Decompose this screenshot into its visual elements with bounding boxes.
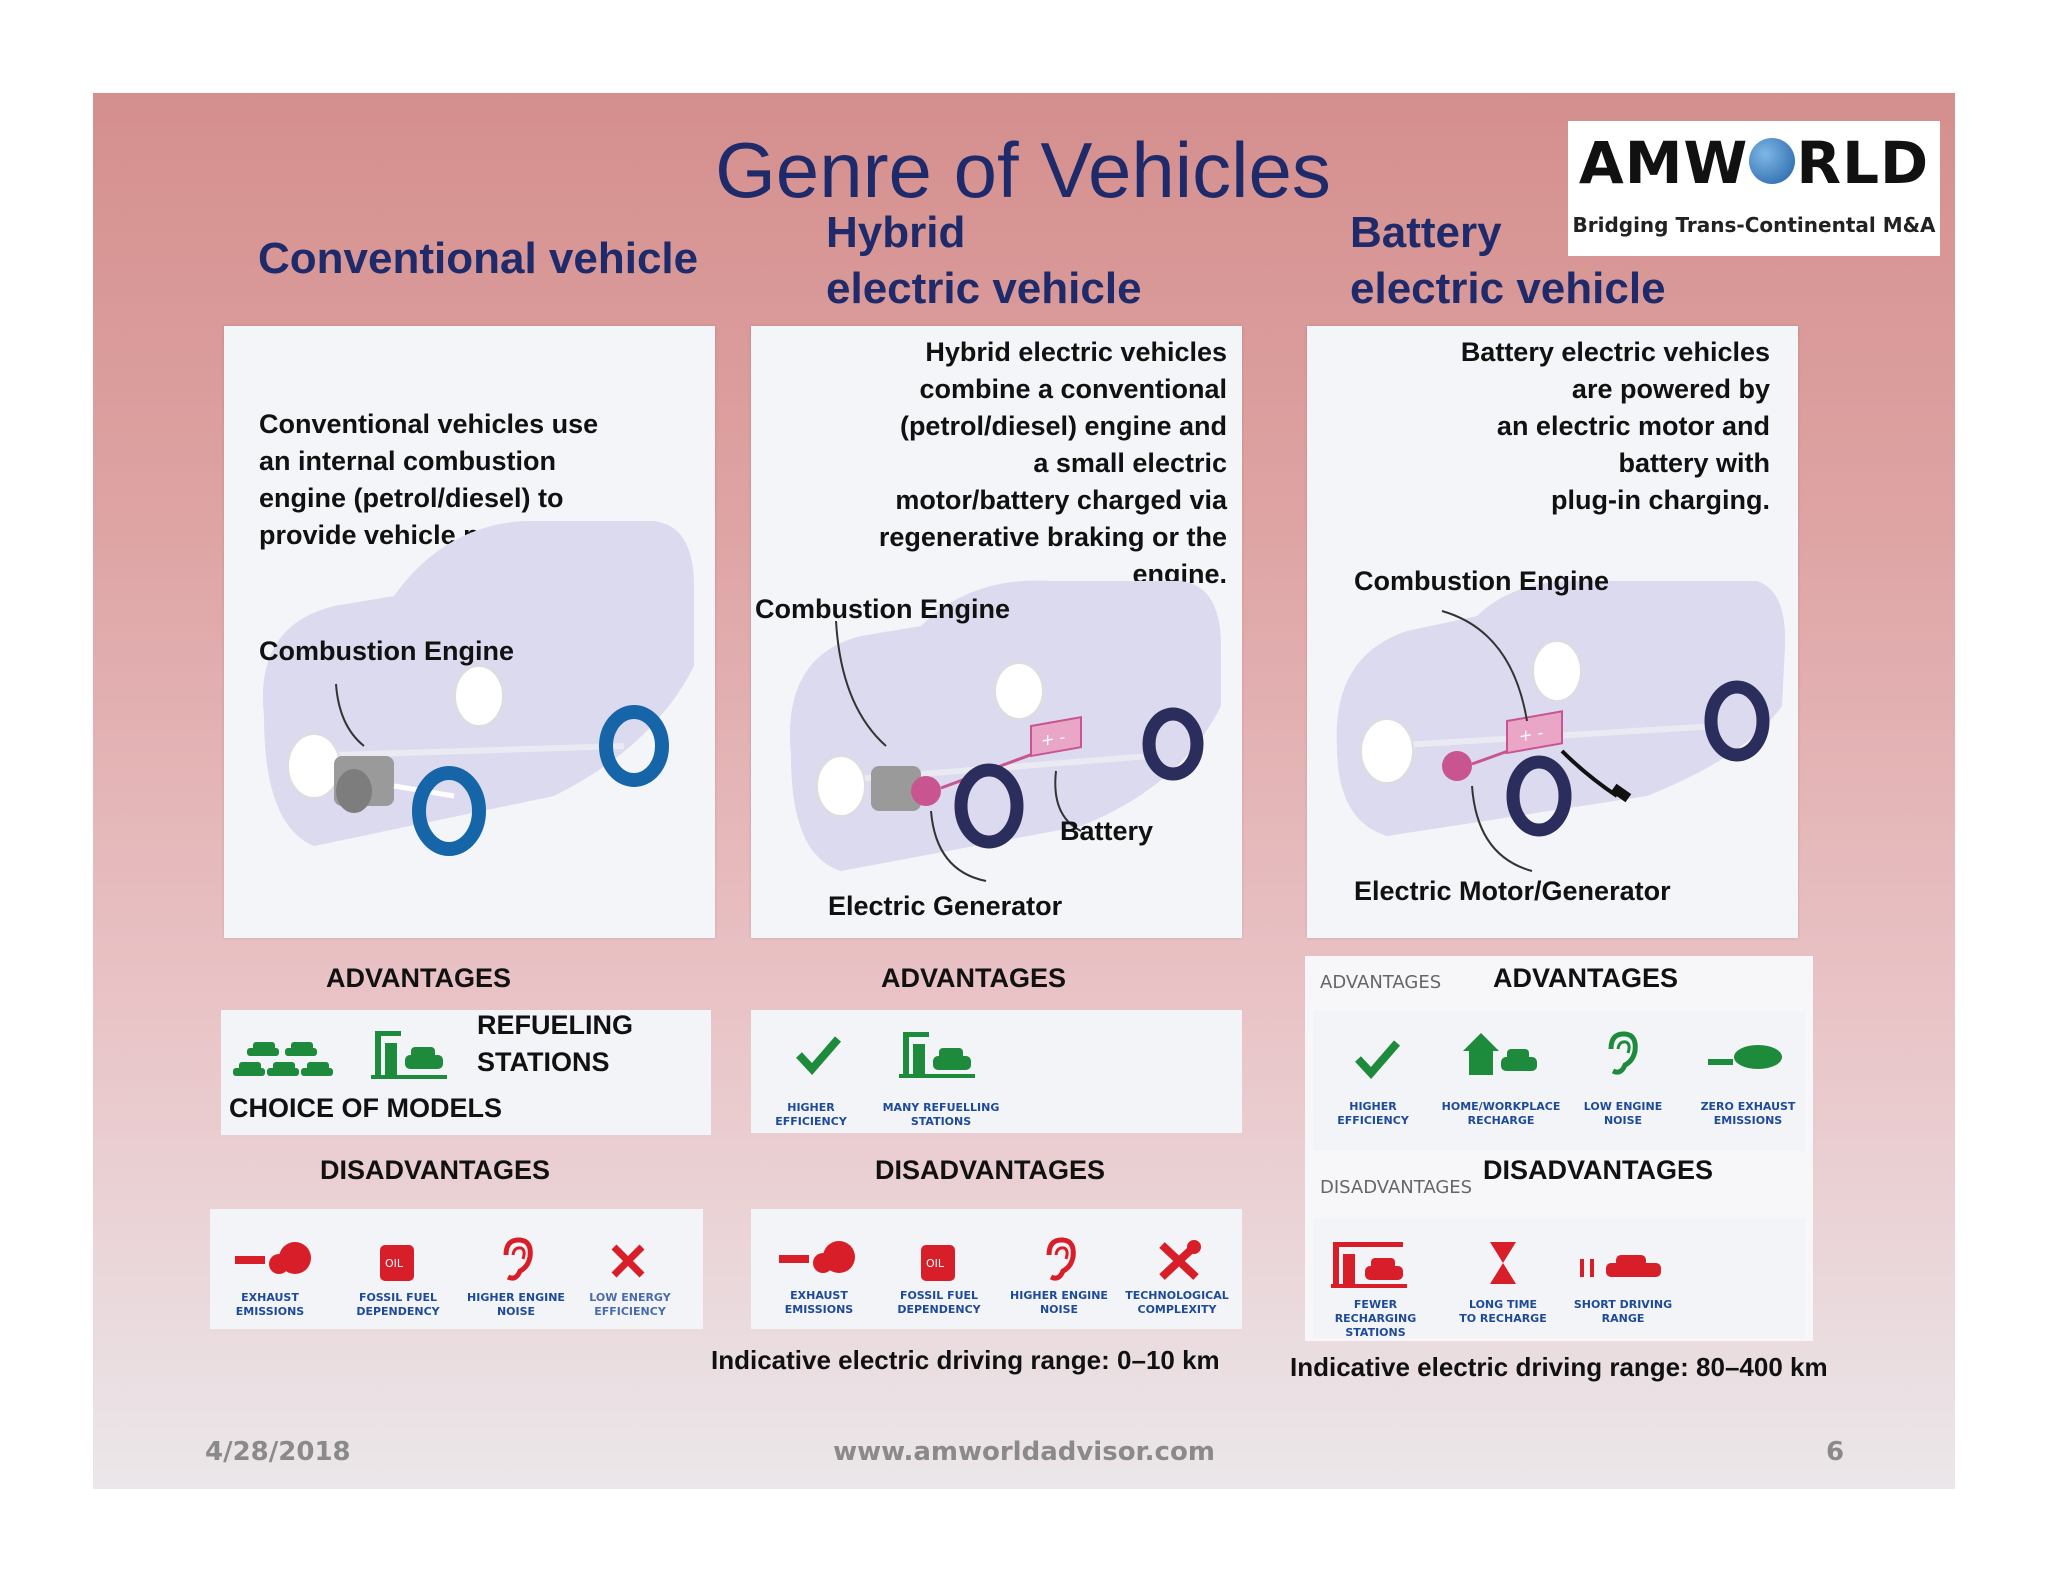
hybrid-advantages-heading: ADVANTAGES [881, 963, 1067, 993]
battery-disadvantages-small: DISADVANTAGES [1320, 1177, 1473, 1198]
short-range-car-icon [1580, 1255, 1661, 1277]
hybrid-generator-label: Electric Generator [828, 891, 1063, 921]
hybrid-panel: Hybrid electric vehicles combine a conve… [751, 326, 1242, 938]
globe-icon [1749, 137, 1796, 184]
svg-text:+ -: + - [1519, 723, 1543, 746]
energy-efficiency-caption: LOW ENERGY EFFICIENCY [589, 1291, 671, 1318]
home-recharge-caption: HOME/WORKPLACE RECHARGE [1441, 1100, 1561, 1127]
hybrid-description: Hybrid electric vehicles combine a conve… [878, 337, 1227, 589]
page-number: 6 [1826, 1437, 1845, 1467]
battery-disadvantages-heading: DISADVANTAGES [1483, 1155, 1714, 1185]
battery-adv-box: ADVANTAGES ADVANTAGES HIGHER EFFICIENCY … [1305, 956, 1813, 1158]
fuel-station-icon [371, 1031, 447, 1079]
svg-text:+ -: + - [1041, 727, 1065, 750]
conventional-car-illustration [262, 521, 694, 856]
page-title: Genre of Vehicles [715, 126, 1331, 214]
hybrid-range: Indicative electric driving range: 0–10 … [711, 1345, 1220, 1375]
exhaust-icon [235, 1242, 311, 1274]
conventional-advantages-heading: ADVANTAGES [326, 963, 512, 993]
charging-station-icon [1331, 1242, 1407, 1288]
hybrid-car-illustration: + - [789, 580, 1221, 882]
conventional-engine-label: Combustion Engine [259, 636, 514, 666]
ear-icon [1608, 1031, 1638, 1075]
exhaust-emissions-caption: EXHAUST EMISSIONS [235, 1291, 305, 1318]
engine-noise-caption: HIGHER ENGINE NOISE [467, 1291, 565, 1318]
refuelling-stations-caption: MANY REFUELLING STATIONS [882, 1101, 1000, 1128]
conventional-advantages-strip: REFUELING STATIONS CHOICE OF MODELS [221, 1010, 711, 1135]
conventional-disadvantages-heading: DISADVANTAGES [320, 1155, 551, 1185]
exhaust-icon [779, 1241, 855, 1273]
x-mark-icon [611, 1244, 645, 1278]
battery-advantages-strip: HIGHER EFFICIENCY HOME/WORKPLACE RECHARG… [1313, 1011, 1805, 1151]
conventional-title: Conventional vehicle [258, 234, 699, 283]
zero-emissions-caption: ZERO EXHAUST EMISSIONS [1700, 1100, 1796, 1127]
long-recharge-caption: LONG TIME TO RECHARGE [1459, 1298, 1547, 1325]
higher-efficiency-caption: HIGHER EFFICIENCY [1337, 1100, 1409, 1127]
refueling-stations-label: REFUELING STATIONS [477, 1010, 634, 1077]
fossil-fuel-caption: FOSSIL FUEL DEPENDENCY [897, 1289, 981, 1316]
svg-text:OIL: OIL [926, 1257, 945, 1270]
footer-url[interactable]: www.amworldadvisor.com [833, 1437, 1215, 1467]
home-charging-icon [1463, 1033, 1537, 1075]
fewer-stations-caption: FEWER RECHARGING STATIONS [1334, 1298, 1417, 1339]
checkmark-icon [796, 1036, 842, 1075]
complexity-caption: TECHNOLOGICAL COMPLEXITY [1125, 1289, 1229, 1316]
oil-barrel-icon: OIL [921, 1245, 955, 1281]
ear-icon [1046, 1237, 1076, 1281]
short-range-caption: SHORT DRIVING RANGE [1573, 1298, 1673, 1325]
low-noise-caption: LOW ENGINE NOISE [1583, 1100, 1663, 1127]
conventional-panel: Conventional vehicles use an internal co… [224, 326, 715, 938]
hybrid-advantages-strip: HIGHER EFFICIENCY MANY REFUELLING STATIO… [751, 1010, 1242, 1133]
oil-barrel-icon: OIL [380, 1245, 414, 1281]
engine-noise-caption: HIGHER ENGINE NOISE [1010, 1289, 1108, 1316]
cars-icon [233, 1042, 333, 1076]
fossil-fuel-caption: FOSSIL FUEL DEPENDENCY [356, 1291, 440, 1318]
battery-panel: Battery electric vehicles are powered by… [1307, 326, 1798, 938]
choice-of-models-label: CHOICE OF MODELS [229, 1093, 503, 1123]
battery-disadvantages-strip: FEWER RECHARGING STATIONS LONG TIME TO R… [1313, 1218, 1805, 1339]
logo-tagline: Bridging Trans-Continental M&A [1572, 213, 1936, 237]
tools-icon [1159, 1240, 1201, 1280]
svg-text:OIL: OIL [385, 1257, 404, 1270]
fuel-station-icon [899, 1032, 975, 1078]
battery-advantages-heading: ADVANTAGES [1493, 963, 1679, 993]
ear-icon [503, 1237, 533, 1281]
hybrid-title: Hybrid electric vehicle [826, 208, 1142, 313]
checkmark-icon [1355, 1040, 1401, 1079]
hybrid-disadvantages-heading: DISADVANTAGES [875, 1155, 1106, 1185]
higher-efficiency-caption: HIGHER EFFICIENCY [775, 1101, 847, 1128]
hourglass-icon [1490, 1242, 1516, 1284]
battery-advantages-small: ADVANTAGES [1320, 972, 1442, 993]
battery-motor-label: Electric Motor/Generator [1354, 876, 1671, 906]
battery-disadv-box: DISADVANTAGES DISADVANTAGES FEWER RECHAR… [1305, 1153, 1813, 1341]
battery-range: Indicative electric driving range: 80–40… [1290, 1352, 1828, 1382]
hybrid-battery-label: Battery [1060, 816, 1154, 846]
leaf-exhaust-icon [1708, 1045, 1782, 1069]
battery-car-illustration: + - [1336, 580, 1786, 872]
hybrid-engine-label: Combustion Engine [755, 594, 1010, 624]
battery-engine-label: Combustion Engine [1354, 566, 1609, 596]
battery-title: Battery electric vehicle [1350, 208, 1666, 313]
exhaust-emissions-caption: EXHAUST EMISSIONS [784, 1289, 854, 1316]
hybrid-disadvantages-strip: OIL EXHAUST EMISSIONS FOSSIL FUEL DEPEND… [751, 1209, 1242, 1329]
footer-date: 4/28/2018 [205, 1437, 351, 1467]
battery-description: Battery electric vehicles are powered by… [1460, 337, 1770, 515]
conventional-description: Conventional vehicles use an internal co… [259, 409, 599, 550]
conventional-disadvantages-strip: OIL EXHAUST EMISSIONS FOSSIL FUEL DEPEND… [210, 1209, 703, 1329]
